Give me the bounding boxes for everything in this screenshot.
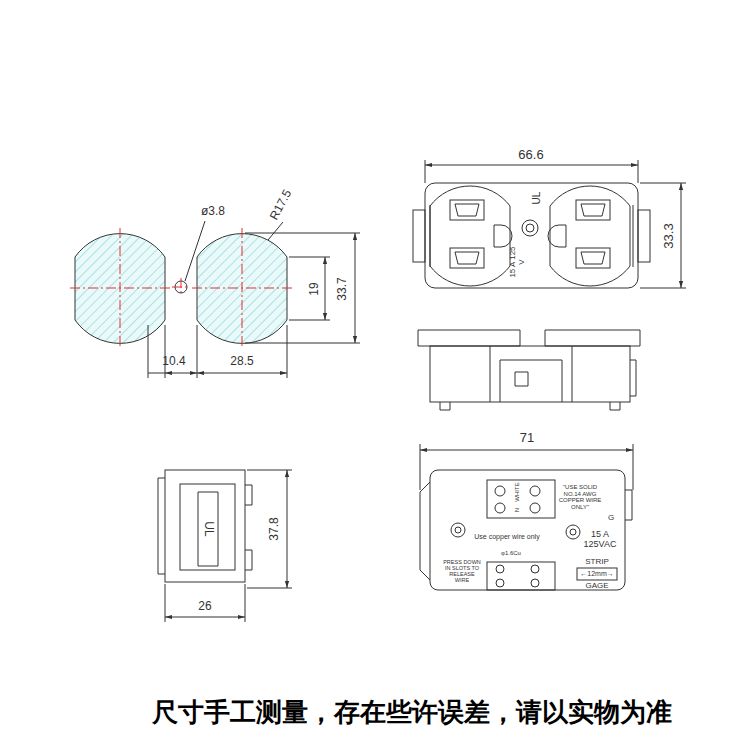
- product-marking: STRIP: [585, 558, 609, 567]
- dimension-label: 33.7: [336, 277, 349, 300]
- dimension-label: ø3.8: [201, 205, 225, 218]
- product-marking: GAGE: [585, 582, 608, 591]
- dimension-label: 37.8: [268, 517, 281, 540]
- dimension-label: R17.5: [268, 188, 295, 222]
- product-marking: G: [608, 514, 614, 523]
- product-marking: UL: [531, 192, 542, 205]
- product-marking: WHITE: [514, 482, 521, 501]
- dimension-label: 71: [520, 431, 534, 445]
- product-marking: 15 A 125VAC: [580, 530, 620, 550]
- dimension-label: 19: [308, 282, 321, 295]
- caption-note: 尺寸手工测量，存在些许误差，请以实物为准: [152, 698, 672, 727]
- product-marking: 15 A 125 V: [509, 246, 527, 278]
- dimension-label: 66.6: [518, 148, 543, 162]
- dimension-label: 28.5: [230, 355, 253, 368]
- product-marking: PRESS DOWN IN SLOTS TO RELEASE WIRE: [442, 559, 482, 583]
- product-marking: "USE SOLID NO.14 AWG COPPER WIRE ONLY": [556, 484, 604, 510]
- product-marking: UL: [201, 521, 214, 536]
- dimension-label: 26: [198, 600, 211, 613]
- product-marking: Use copper wire only: [474, 533, 539, 541]
- dimension-label: 33.3: [662, 223, 676, 248]
- product-marking: φ1.6Cu: [501, 550, 521, 557]
- product-marking: ←12mm→: [580, 570, 613, 578]
- dimension-label: 10.4: [162, 355, 185, 368]
- product-marking: N: [514, 508, 521, 512]
